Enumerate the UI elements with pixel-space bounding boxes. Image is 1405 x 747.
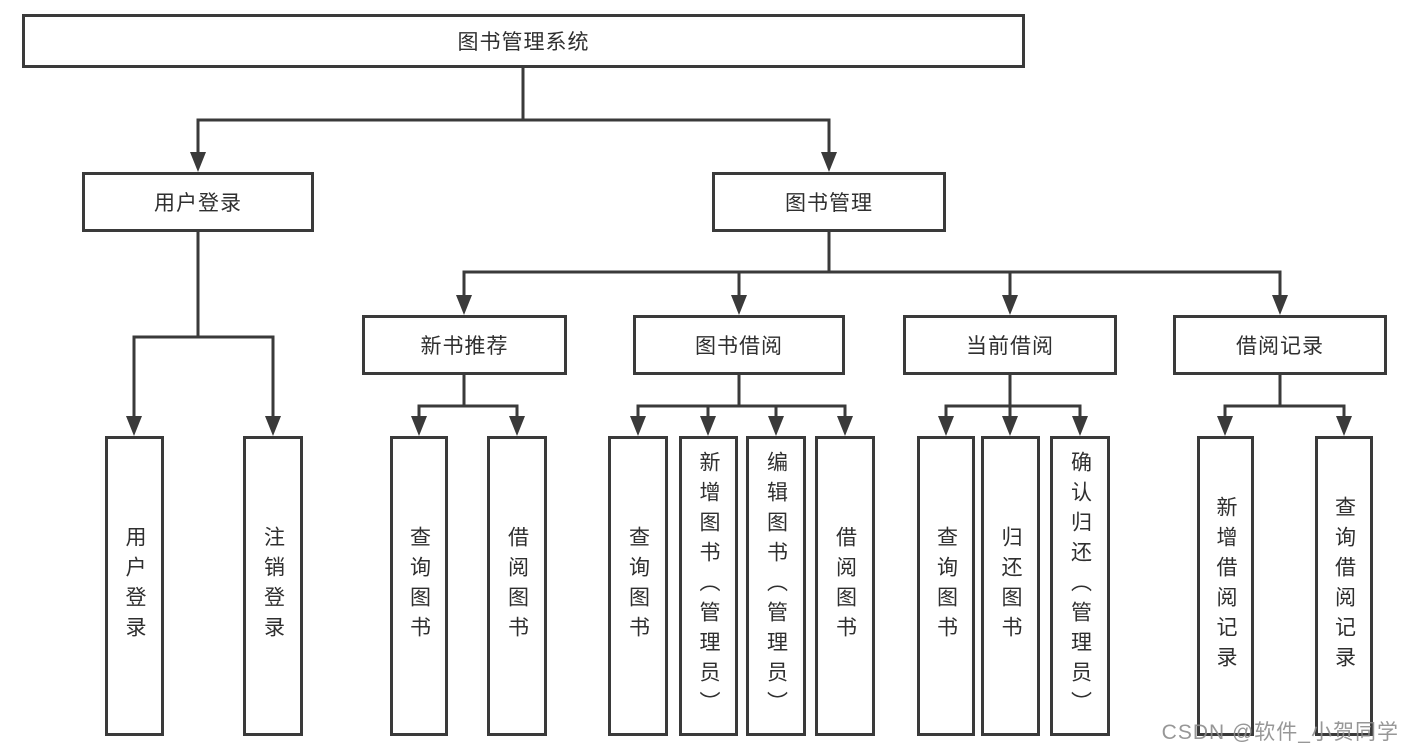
connector-new-book-recommend-to-leaves: [417, 375, 519, 421]
node-book-borrow: 图书借阅: [633, 315, 845, 375]
leaf-label: 查询借阅记录: [1332, 496, 1356, 676]
arrowhead-icon: [1002, 295, 1018, 315]
arrowhead-icon: [456, 295, 472, 315]
leaf-label: 借阅图书: [505, 526, 529, 646]
node-leaf-confirm-return-admin: 确认归还（管理员）: [1050, 436, 1110, 736]
leaf-label: 查询图书: [407, 526, 431, 646]
node-leaf-borrow-books-1: 借阅图书: [487, 436, 547, 736]
arrowhead-icon: [1272, 295, 1288, 315]
node-borrow-records: 借阅记录: [1173, 315, 1387, 375]
arrowhead-icon: [190, 152, 206, 172]
node-user-login-label: 用户登录: [154, 192, 242, 215]
leaf-label: 借阅图书: [833, 526, 857, 646]
connector-book-borrow-to-leaves: [636, 375, 847, 421]
arrowhead-icon: [126, 416, 142, 436]
connector-user-login-to-leaves: [132, 232, 275, 418]
arrowhead-icon: [731, 295, 747, 315]
connector-root-to-level2: [196, 68, 831, 154]
arrowhead-icon: [1336, 416, 1352, 436]
connector-borrow-records-to-leaves: [1223, 375, 1346, 421]
node-new-book-recommend-label: 新书推荐: [420, 335, 509, 358]
leaf-label: 注销登录: [261, 526, 285, 646]
node-current-borrow-label: 当前借阅: [966, 335, 1054, 358]
node-leaf-add-borrow-record: 新增借阅记录: [1197, 436, 1254, 736]
arrowhead-icon: [768, 416, 784, 436]
node-book-management-label: 图书管理: [785, 192, 873, 215]
leaf-label: 确认归还（管理员）: [1068, 451, 1092, 721]
node-leaf-query-borrow-record: 查询借阅记录: [1315, 436, 1373, 736]
node-borrow-records-label: 借阅记录: [1236, 335, 1324, 358]
node-current-borrow: 当前借阅: [903, 315, 1117, 375]
arrowhead-icon: [938, 416, 954, 436]
node-leaf-borrow-books-2: 借阅图书: [815, 436, 875, 736]
arrowhead-icon: [700, 416, 716, 436]
arrowhead-icon: [1002, 416, 1018, 436]
leaf-label: 用户登录: [123, 526, 146, 646]
leaf-label: 新增图书（管理员）: [697, 451, 720, 721]
arrowhead-icon: [837, 416, 853, 436]
node-leaf-query-books-2: 查询图书: [608, 436, 668, 736]
node-user-login: 用户登录: [82, 172, 314, 232]
arrowhead-icon: [630, 416, 646, 436]
node-leaf-return-books: 归还图书: [981, 436, 1040, 736]
leaf-label: 新增借阅记录: [1214, 496, 1237, 676]
arrowhead-icon: [1217, 416, 1233, 436]
node-leaf-add-books-admin: 新增图书（管理员）: [679, 436, 738, 736]
leaf-label: 编辑图书（管理员）: [764, 451, 788, 721]
arrowhead-icon: [265, 416, 281, 436]
leaf-label: 归还图书: [999, 526, 1022, 646]
node-leaf-edit-books-admin: 编辑图书（管理员）: [746, 436, 806, 736]
leaf-label: 查询图书: [934, 526, 958, 646]
arrowhead-icon: [1072, 416, 1088, 436]
node-leaf-query-books-1: 查询图书: [390, 436, 448, 736]
node-book-management: 图书管理: [712, 172, 946, 232]
node-new-book-recommend: 新书推荐: [362, 315, 567, 375]
arrowhead-icon: [509, 416, 525, 436]
node-leaf-query-books-3: 查询图书: [917, 436, 975, 736]
watermark: CSDN @软件_小贺同学: [1161, 721, 1399, 744]
leaf-label: 查询图书: [626, 526, 650, 646]
node-book-borrow-label: 图书借阅: [695, 335, 783, 358]
connector-current-borrow-to-leaves: [944, 375, 1082, 421]
node-root: 图书管理系统: [22, 14, 1025, 68]
connector-book-management-to-level3: [462, 232, 1282, 297]
arrowhead-icon: [821, 152, 837, 172]
node-root-label: 图书管理系统: [457, 31, 590, 54]
node-leaf-user-login: 用户登录: [105, 436, 164, 736]
arrowhead-icon: [411, 416, 427, 436]
node-leaf-logout: 注销登录: [243, 436, 303, 736]
